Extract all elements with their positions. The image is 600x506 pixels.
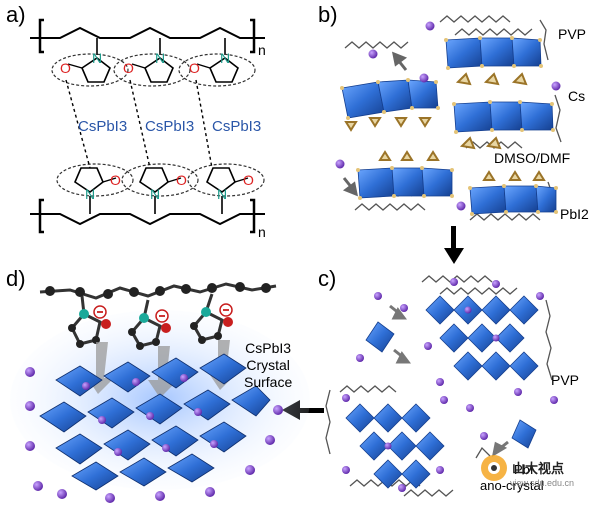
watermark-url: view.sdu.edu.cn <box>510 478 575 488</box>
panel-a-structure <box>30 18 265 234</box>
oxygen-label-bottom-2: O <box>176 172 187 188</box>
octahedra-slab-2 <box>445 37 542 69</box>
cs-atoms-d <box>25 367 283 503</box>
panel-label-a: a) <box>6 2 26 27</box>
octahedra-slab-4 <box>357 167 453 199</box>
lattice-c-lower <box>345 403 445 489</box>
nanocrystal-label-c: ano-crystal <box>480 478 544 493</box>
panel-b-structure <box>335 15 562 221</box>
bracket-right-bottom <box>250 198 256 234</box>
single-octahedron-c2 <box>511 419 537 449</box>
lattice-c-upper <box>425 295 539 381</box>
iodide-dots-b <box>340 36 558 216</box>
pvp-chains-b <box>344 15 562 221</box>
arrow-b-to-c <box>444 226 464 264</box>
ring-carbons-d <box>68 322 222 350</box>
bracket-right-top <box>250 18 256 54</box>
pvp-ring-bottom-1 <box>56 163 134 214</box>
oxygen-atoms-d <box>101 317 233 333</box>
backbone-bottom <box>30 213 265 226</box>
bracket-left-bottom <box>38 198 44 234</box>
nitrogen-label-top-1: N <box>92 50 103 66</box>
octahedra-slab-5 <box>469 185 557 215</box>
single-octahedron-c <box>365 321 395 353</box>
cs-atoms-b <box>335 21 561 211</box>
crystal-surface-line3: Surface <box>244 374 293 390</box>
pbi2-label-b: PbI2 <box>560 206 589 222</box>
crystal-surface-line1: CsPbI3 <box>245 340 292 356</box>
pvp-label-c: PVP <box>551 372 580 388</box>
nitrogen-label-bottom-1: N <box>85 186 96 202</box>
pvp-ring-top-3 <box>178 38 256 87</box>
cspbi3-label-2: CsPbI3 <box>145 118 195 135</box>
crystal-surface-label: CsPbI3 Crystal Surface <box>244 340 292 391</box>
cs-atoms-c <box>342 278 558 492</box>
octahedra-slab-3 <box>453 101 554 133</box>
panel-d-structure <box>10 282 310 503</box>
nitrogen-label-bottom-3: N <box>217 186 228 202</box>
oxygen-label-bottom-3: O <box>243 172 254 188</box>
watermark-cn: 山大视点 <box>512 461 565 476</box>
arrows-c <box>389 304 509 458</box>
octahedra-slab-1 <box>341 79 439 119</box>
oxygen-label-bottom-1: O <box>110 172 121 188</box>
oxygen-label-top-1: O <box>60 60 71 76</box>
nitrogen-label-bottom-2: N <box>150 186 161 202</box>
pvp-ring-bottom-3 <box>187 163 265 214</box>
arrows-b <box>342 51 408 197</box>
carbon-atoms-chain <box>45 282 271 299</box>
oxygen-label-top-2: O <box>123 60 134 76</box>
nitrogen-label-top-3: N <box>220 50 231 66</box>
panel-label-c: c) <box>318 266 337 291</box>
cs-label-b: Cs <box>568 88 586 104</box>
pvp-ring-top-2 <box>113 38 191 87</box>
watermark-logo <box>481 455 507 481</box>
oxygen-label-top-3: O <box>189 60 200 76</box>
backbone-top <box>30 26 265 39</box>
solvent-triangles <box>344 72 546 181</box>
panel-label-d: d) <box>6 266 26 291</box>
panel-label-b: b) <box>318 2 338 27</box>
cspbi3-label-3: CsPbI3 <box>212 118 262 135</box>
pvp-ring-top-1 <box>51 38 129 87</box>
coordination-lines <box>65 79 213 169</box>
crystal-block-d <box>39 353 271 491</box>
crystal-surface-line2: Crystal <box>246 357 290 373</box>
cspbi3-label-1: CsPbI3 <box>78 118 128 135</box>
subscript-n-bottom: n <box>258 224 266 240</box>
solvent-label-b: DMSO/DMF <box>494 150 571 166</box>
nitrogen-label-top-2: N <box>155 50 166 66</box>
bracket-left-top <box>38 18 44 54</box>
panel-c-structure <box>325 275 558 497</box>
subscript-n-top: n <box>258 42 266 58</box>
pvp-ring-bottom-2 <box>121 163 199 214</box>
pbi2-label-c: PbI <box>514 462 534 477</box>
nitrogen-atoms-d <box>79 307 211 323</box>
pvp-chains-c <box>325 275 553 497</box>
pvp-label-b: PVP <box>558 26 587 42</box>
